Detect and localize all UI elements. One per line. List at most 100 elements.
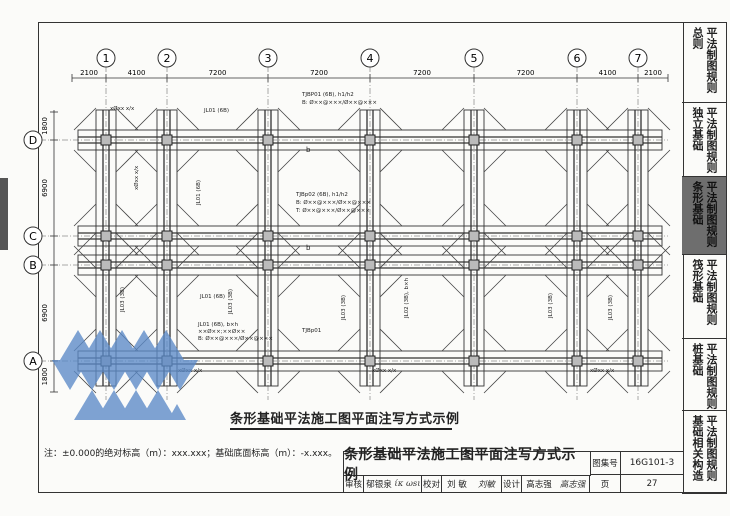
top-dimension-value: 7200 <box>413 69 431 77</box>
beam-label: JL03 (3B) <box>548 293 554 319</box>
haunch-line <box>441 203 465 227</box>
haunch-line <box>337 149 361 173</box>
strip-foundation-v <box>359 109 381 387</box>
strip-foundation-h <box>77 129 663 151</box>
axis-label: B <box>29 259 37 272</box>
haunch-line <box>441 328 465 352</box>
haunch-line <box>441 245 465 269</box>
chapter-tab-label: 基础相关构造 <box>691 415 704 481</box>
haunch-line <box>235 245 259 269</box>
haunch-line <box>483 328 507 352</box>
axis-label: 4 <box>367 52 374 65</box>
haunch-line <box>337 328 361 352</box>
chapter-tab-label: 条形基础 <box>691 181 704 225</box>
elevation-note: 注：±0.000的绝对标高（m）：xxx.xxx；基础底面标高（m）：-x.xx… <box>44 449 338 459</box>
rebar-label: xØxx x/x <box>590 367 615 374</box>
strip-foundation-v <box>566 109 588 387</box>
haunch-line <box>483 245 507 269</box>
haunch-line <box>441 149 465 173</box>
column <box>364 230 376 242</box>
haunch-line <box>337 245 361 269</box>
column <box>632 230 644 242</box>
haunch-line <box>115 203 139 227</box>
page-number: 27 <box>646 478 658 489</box>
rebar-label: B: Ø××@×××/Ø××@××× <box>296 199 371 206</box>
column <box>571 230 583 242</box>
haunch-line <box>647 328 671 352</box>
chapter-tabs: 总则平法制图规则独立基础平法制图规则条形基础平法制图规则筏形基础平法制图规则桩基… <box>682 22 727 494</box>
column <box>161 259 173 271</box>
haunch-line <box>277 274 301 298</box>
rebar-label: B: Ø××@×××/Ø××@××× <box>198 335 273 342</box>
axis-label: 5 <box>471 52 478 65</box>
rebar-label: B: Ø××@×××/Ø××@××× <box>302 99 377 106</box>
top-dimension-value: 2100 <box>80 69 98 77</box>
haunch-line <box>647 232 671 256</box>
haunch-line <box>277 232 301 256</box>
haunch-line <box>73 203 97 227</box>
haunch-line <box>647 149 671 173</box>
axis-bubble <box>23 351 43 371</box>
chapter-tab-sub: 平法制图规则 <box>705 27 718 93</box>
haunch-line <box>379 107 403 131</box>
haunch-line <box>586 328 610 352</box>
axis-label: 2 <box>164 52 171 65</box>
haunch-line <box>235 274 259 298</box>
chapter-tab-4[interactable]: 筏形基础平法制图规则 <box>682 255 726 339</box>
haunch-line <box>647 370 671 394</box>
haunch-line <box>176 274 200 298</box>
rebar-label: xØxx x/x <box>110 105 135 112</box>
chapter-tab-3[interactable]: 条形基础平法制图规则 <box>682 177 726 255</box>
chapter-tab-5[interactable]: 桩基础平法制图规则 <box>682 339 726 411</box>
column <box>161 230 173 242</box>
haunch-line <box>115 274 139 298</box>
strip-foundation-h <box>77 254 663 276</box>
review-label: 审核 <box>344 475 364 492</box>
haunch-line <box>337 107 361 131</box>
axis-bubble <box>96 48 116 68</box>
logo-triangle <box>148 330 184 360</box>
left-dimension-value: 6900 <box>41 179 49 197</box>
haunch-line <box>235 107 259 131</box>
haunch-line <box>277 149 301 173</box>
chapter-tab-6[interactable]: 基础相关构造平法制图规则 <box>682 411 726 493</box>
top-dimension-value: 7200 <box>517 69 535 77</box>
haunch-line <box>277 245 301 269</box>
haunch-line <box>483 274 507 298</box>
haunch-line <box>176 107 200 131</box>
chapter-tab-2[interactable]: 独立基础平法制图规则 <box>682 103 726 177</box>
haunch-line <box>176 245 200 269</box>
haunch-line <box>544 370 568 394</box>
beam-label: JL03 (3B) <box>228 289 234 315</box>
haunch-line <box>235 370 259 394</box>
haunch-line <box>115 107 139 131</box>
haunch-line <box>544 232 568 256</box>
haunch-line <box>379 245 403 269</box>
haunch-line <box>586 245 610 269</box>
axis-bubble <box>23 130 43 150</box>
strip-foundation-h <box>77 225 663 247</box>
foundation-label: TJBp02 (6B), h1/h2 <box>295 192 348 198</box>
haunch-line <box>586 107 610 131</box>
left-dimension-value: 1800 <box>41 117 49 135</box>
foundation-label: TJBP01 (6B), h1/h2 <box>301 92 354 98</box>
haunch-line <box>235 328 259 352</box>
haunch-line <box>441 107 465 131</box>
haunch-line <box>586 149 610 173</box>
axis-label: C <box>29 230 37 243</box>
beam-label: JL03 (3B) <box>120 287 126 313</box>
drawing-caption: 条形基础平法施工图平面注写方式示例 <box>230 412 460 427</box>
haunch-line <box>605 203 629 227</box>
haunch-line <box>134 245 158 269</box>
logo-triangle <box>80 404 98 420</box>
haunch-line <box>115 245 139 269</box>
axis-bubble <box>567 48 587 68</box>
column <box>571 259 583 271</box>
chapter-tab-1[interactable]: 总则平法制图规则 <box>682 23 726 103</box>
beam-label: JL01 (6B) <box>203 108 229 114</box>
haunch-line <box>441 232 465 256</box>
chapter-tab-sub: 平法制图规则 <box>705 415 718 481</box>
haunch-line <box>337 274 361 298</box>
haunch-line <box>647 203 671 227</box>
logo-triangle <box>140 390 176 420</box>
